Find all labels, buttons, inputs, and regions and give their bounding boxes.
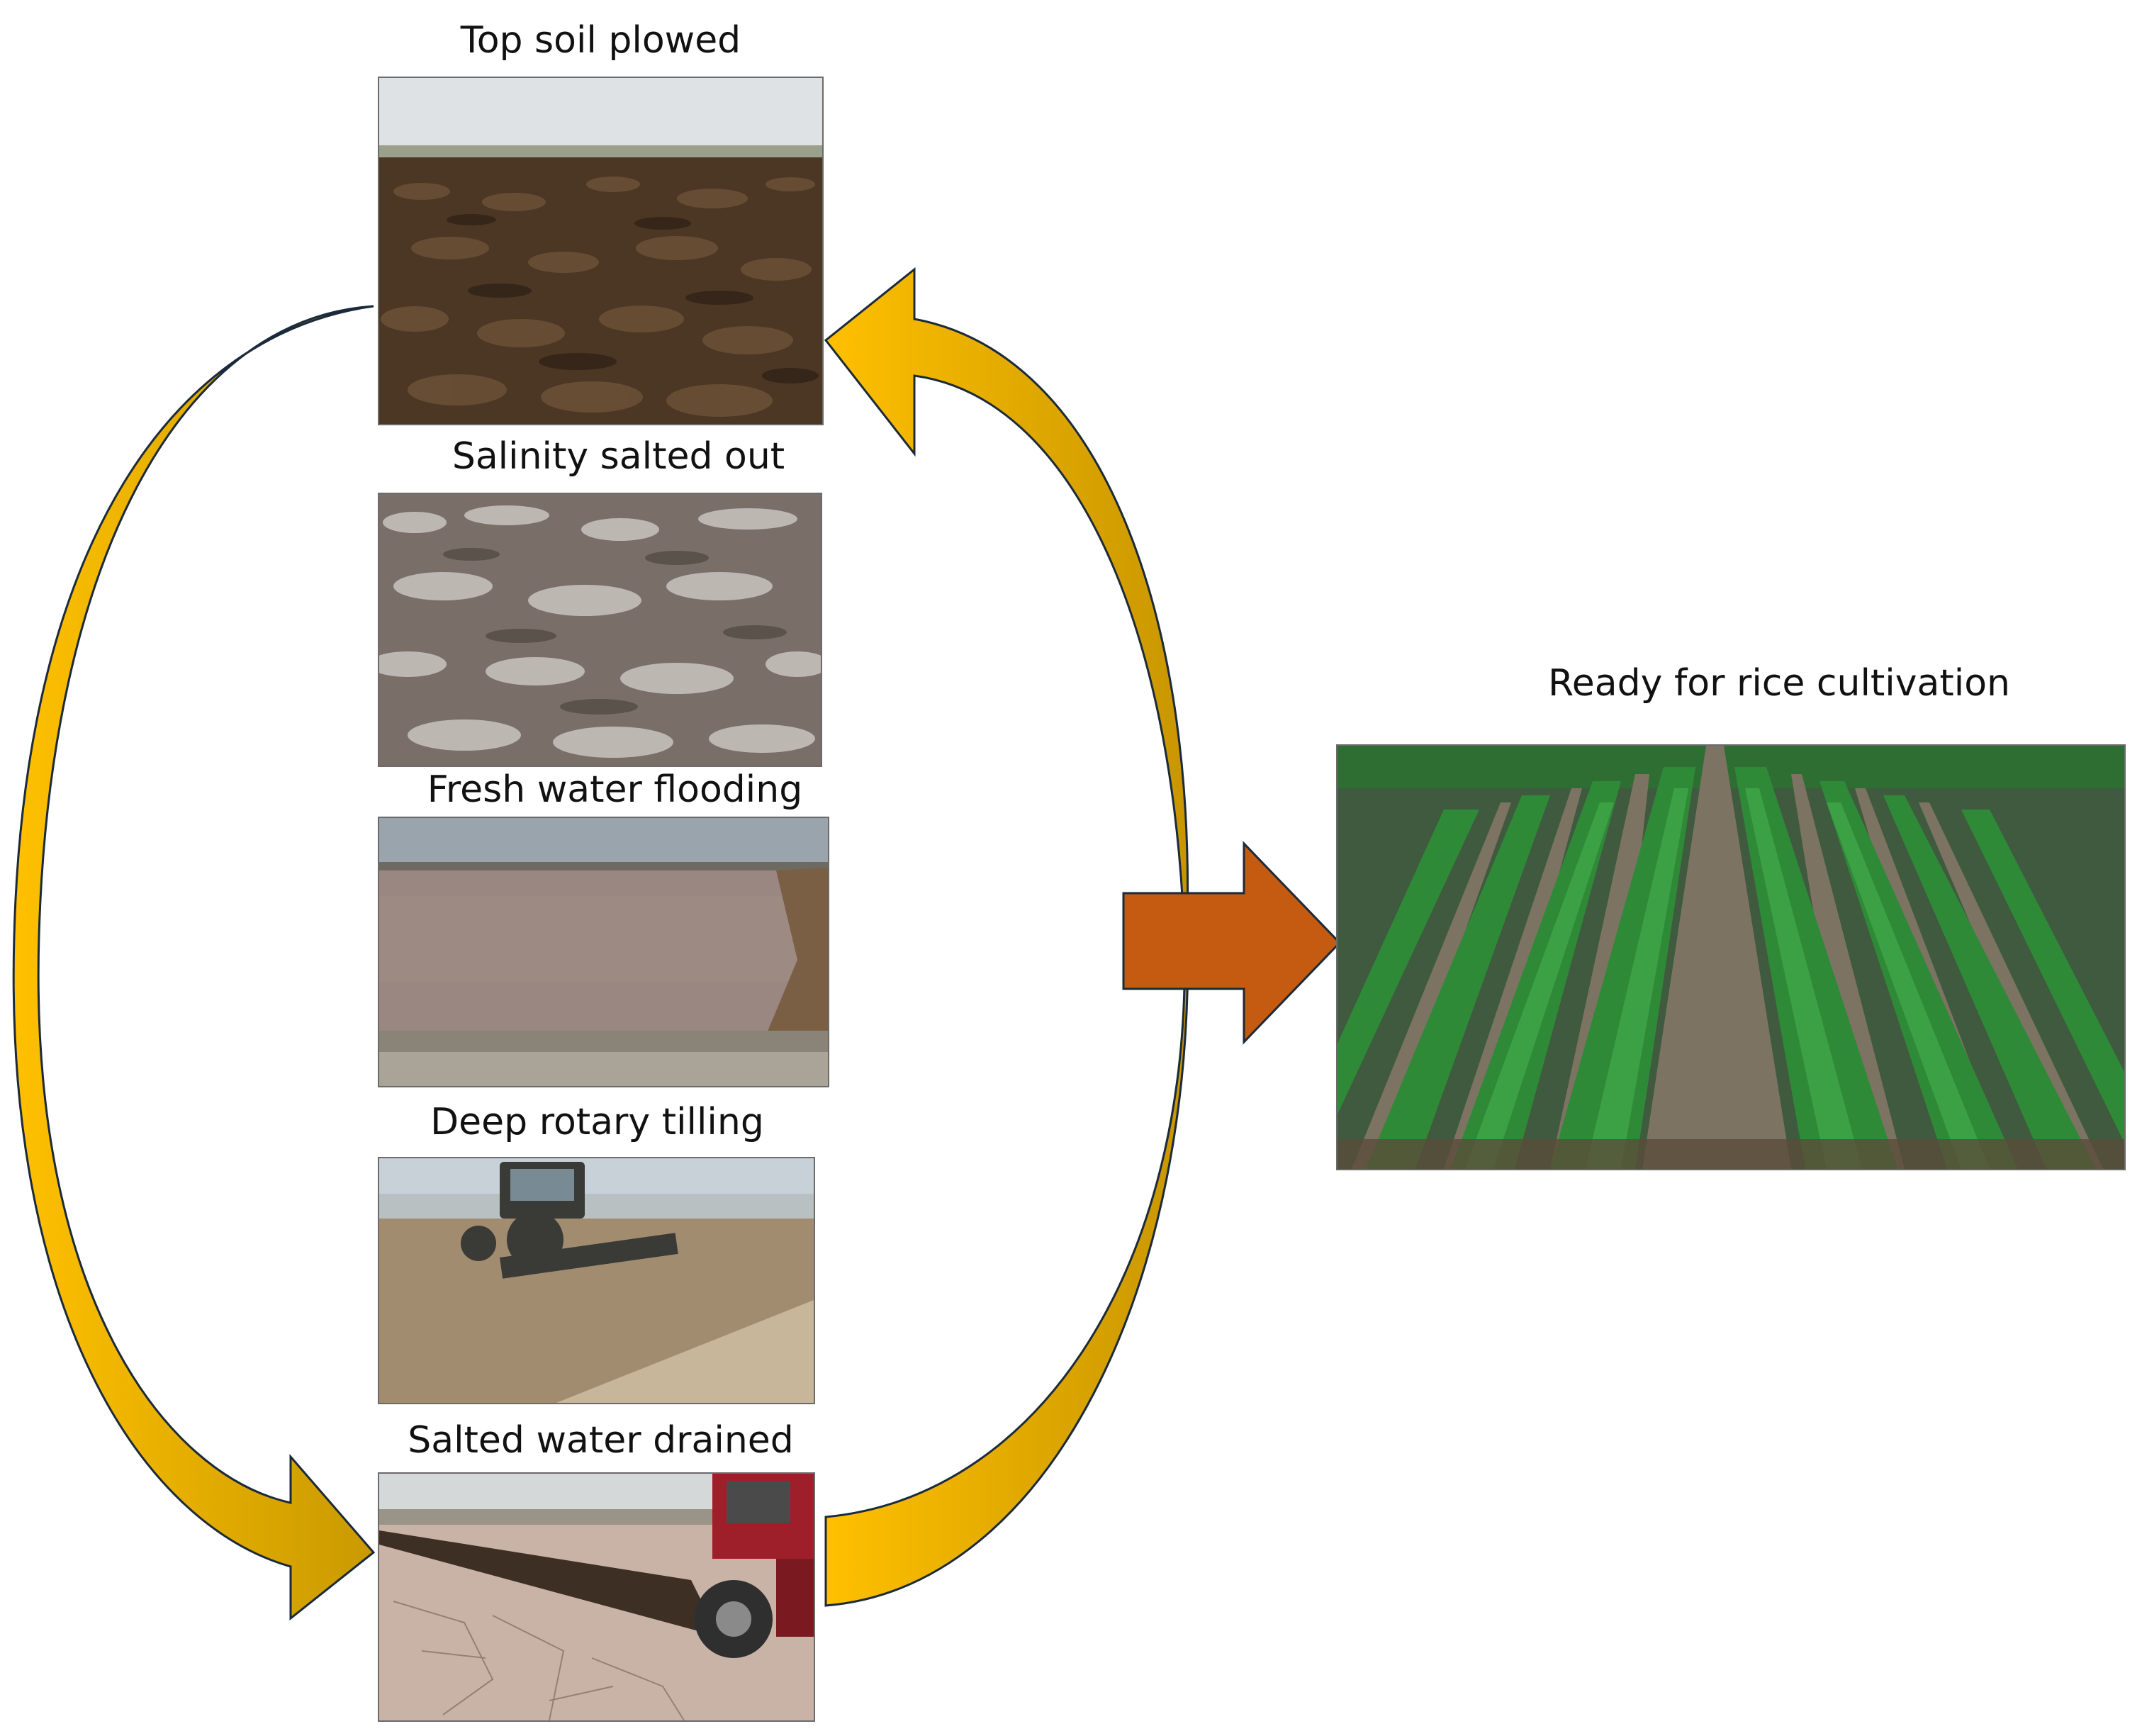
step-label-salinity-salted-out: Salinity salted out (452, 435, 785, 478)
photo-drained-field (378, 1472, 815, 1722)
photo-flooded-field (378, 817, 829, 1087)
photo-salt-crust (378, 493, 822, 767)
step-label-fresh-water-flooding: Fresh water flooding (427, 768, 803, 811)
cycle-arrow-left (12, 305, 376, 1621)
step-label-deep-rotary-tilling: Deep rotary tilling (430, 1101, 764, 1143)
step-label-top-soil-plowed: Top soil plowed (460, 19, 741, 62)
photo-plowed-soil (378, 77, 824, 425)
photo-rotary-tilling (378, 1157, 815, 1404)
cycle-arrow-right (824, 267, 1189, 1607)
output-arrow (1122, 841, 1342, 1045)
result-label: Ready for rice cultivation (1547, 662, 2010, 705)
step-label-salted-water-drained: Salted water drained (408, 1419, 794, 1462)
photo-rice-field (1336, 744, 2126, 1170)
